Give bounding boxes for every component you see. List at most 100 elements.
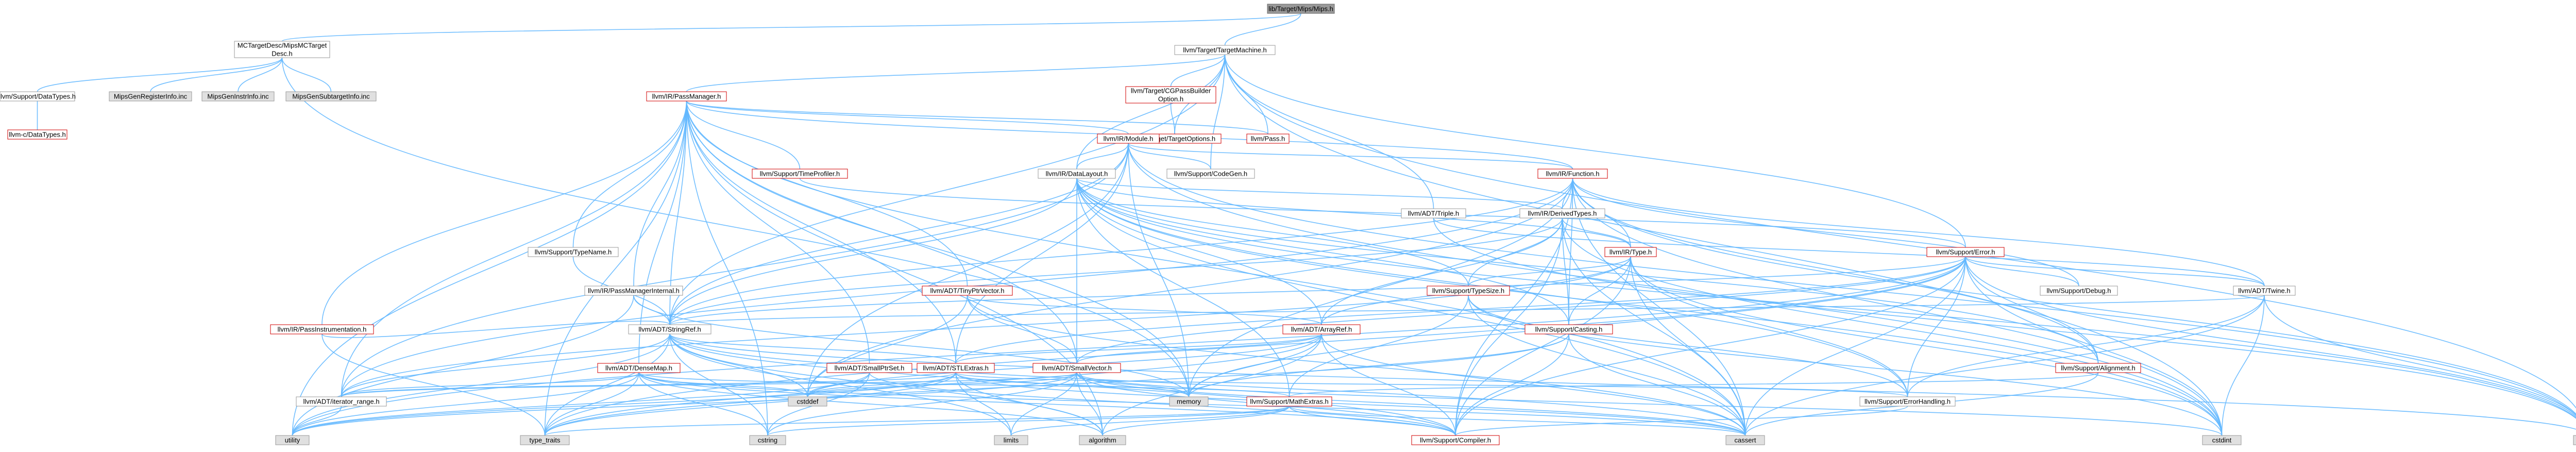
node-matheextras[interactable]: llvm/Support/MathExtras.h <box>1246 396 1332 407</box>
node-utility-label: utility <box>285 436 300 444</box>
node-geninstr[interactable]: MipsGenInstrInfo.inc <box>201 91 275 102</box>
edge-typesize-to-errorhandling <box>1468 295 1908 397</box>
node-targetmachine[interactable]: llvm/Target/TargetMachine.h <box>1174 45 1276 55</box>
edge-stlextras-to-typetraits <box>544 372 956 436</box>
edge-stlextras-to-iteratorrange <box>341 372 956 397</box>
node-stlextras[interactable]: llvm/ADT/STLExtras.h <box>917 363 995 373</box>
edge-targetmachine-to-passmanager <box>686 54 1226 92</box>
edge-moduleh-to-iteratorrange <box>341 143 1129 397</box>
node-cstdint[interactable]: cstdint <box>2202 435 2242 445</box>
edge-stringref-to-typetraits <box>544 333 670 436</box>
node-arrayref[interactable]: llvm/ADT/ArrayRef.h <box>1282 324 1361 334</box>
node-derivedtypes-label: llvm/IR/DerivedTypes.h <box>1528 209 1597 217</box>
edge-irtype-to-typesize <box>1468 256 1631 287</box>
node-cgpassbuilder-label: Option.h <box>1158 95 1183 103</box>
edge-supporterror-to-typetraits <box>544 256 1966 436</box>
node-gensubtarget[interactable]: MipsGenSubtargetInfo.inc <box>285 91 377 102</box>
edge-functionh-to-twine <box>1572 178 2265 287</box>
node-tinyptrvector[interactable]: llvm/ADT/TinyPtrVector.h <box>922 286 1013 296</box>
node-alignment[interactable]: llvm/Support/Alignment.h <box>2055 363 2141 373</box>
edge-targetmachine-to-cgpassbuilder <box>1170 54 1226 87</box>
node-string[interactable]: string <box>2573 435 2576 445</box>
edge-mipsh-to-mctargetdesc <box>281 13 1301 42</box>
node-smallptrset-label: llvm/ADT/SmallPtrSet.h <box>835 364 905 372</box>
edge-twine-to-errorhandling <box>1907 295 2265 397</box>
node-genregister[interactable]: MipsGenRegisterInfo.inc <box>109 91 192 102</box>
node-codegen[interactable]: llvm/Support/CodeGen.h <box>1166 169 1255 179</box>
edge-targetmachine-to-codegen <box>1210 54 1226 170</box>
node-cassert[interactable]: cassert <box>1725 435 1765 445</box>
edge-datalayout-to-derivedtypes <box>1076 178 1563 209</box>
node-supporterror[interactable]: llvm/Support/Error.h <box>1926 247 2005 257</box>
edge-matheextras-to-typetraits <box>544 406 1290 436</box>
node-moduleh[interactable]: llvm/IR/Module.h <box>1097 133 1160 144</box>
node-cstdint-box <box>2202 435 2242 445</box>
node-typename[interactable]: llvm/Support/TypeName.h <box>528 247 619 257</box>
node-pminternal[interactable]: llvm/IR/PassManagerInternal.h <box>584 286 683 296</box>
edge-supporterror-to-stringref <box>669 256 1966 325</box>
node-stringref[interactable]: llvm/ADT/StringRef.h <box>628 324 711 334</box>
edge-layer <box>37 13 2576 436</box>
edge-stlextras-to-memory <box>955 372 1190 397</box>
node-errorhandling[interactable]: llvm/Support/ErrorHandling.h <box>1859 396 1956 407</box>
edge-supporterror-to-cassert <box>1744 256 1966 436</box>
edge-typesize-to-cassert <box>1468 295 1746 436</box>
node-stlextras-label: llvm/ADT/STLExtras.h <box>923 364 989 372</box>
node-typetraits[interactable]: type_traits <box>520 435 570 445</box>
node-cstring[interactable]: cstring <box>749 435 786 445</box>
node-compiler[interactable]: llvm/Support/Compiler.h <box>1411 435 1500 445</box>
node-twine[interactable]: llvm/ADT/Twine.h <box>2233 286 2296 296</box>
edge-stringref-to-cstddef <box>669 333 808 397</box>
node-cstddef[interactable]: cstddef <box>788 396 827 407</box>
node-debugh-box <box>2040 286 2118 296</box>
node-densemap-box <box>597 363 681 373</box>
node-matheextras-box <box>1246 396 1332 407</box>
node-passinstrumentation[interactable]: llvm/IR/PassInstrumentation.h <box>270 324 374 334</box>
node-memory[interactable]: memory <box>1169 396 1209 407</box>
node-passmanager[interactable]: llvm/IR/PassManager.h <box>646 91 727 102</box>
node-densemap[interactable]: llvm/ADT/DenseMap.h <box>597 363 681 373</box>
edge-mctargetdesc-to-genregister <box>150 57 283 92</box>
edge-moduleh-to-cstdint <box>1128 143 2223 436</box>
edge-datalayout-to-arrayref <box>1076 178 1322 325</box>
edge-smallvector-to-algorithm <box>1076 372 1103 436</box>
node-mctargetdesc-box <box>234 41 330 58</box>
node-mipsh[interactable]: lib/Target/Mips/Mips.h <box>1267 4 1335 14</box>
node-typename-label: llvm/Support/TypeName.h <box>535 248 612 256</box>
node-timeprofiler[interactable]: llvm/Support/TimeProfiler.h <box>752 169 848 179</box>
node-algorithm[interactable]: algorithm <box>1079 435 1126 445</box>
node-casting[interactable]: llvm/Support/Casting.h <box>1524 324 1613 334</box>
node-datatypes-label: llvm/Support/DataTypes.h <box>0 92 76 100</box>
node-passh[interactable]: llvm/Pass.h <box>1246 133 1290 144</box>
node-debugh[interactable]: llvm/Support/Debug.h <box>2040 286 2118 296</box>
node-smallptrset[interactable]: llvm/ADT/SmallPtrSet.h <box>826 363 912 373</box>
node-typesize[interactable]: llvm/Support/TypeSize.h <box>1427 286 1510 296</box>
node-iteratorrange[interactable]: llvm/ADT/iterator_range.h <box>296 396 387 407</box>
node-mipsh-box <box>1267 4 1335 14</box>
node-geninstr-label: MipsGenInstrInfo.inc <box>207 92 269 100</box>
node-triple[interactable]: llvm/ADT/Triple.h <box>1401 208 1466 219</box>
node-derivedtypes[interactable]: llvm/IR/DerivedTypes.h <box>1519 208 1605 219</box>
node-datalayout[interactable]: llvm/IR/DataLayout.h <box>1038 169 1116 179</box>
node-limits[interactable]: limits <box>994 435 1028 445</box>
node-irtype[interactable]: llvm/IR/Type.h <box>1604 247 1657 257</box>
node-smallptrset-box <box>826 363 912 373</box>
edge-matheextras-to-algorithm <box>1102 406 1290 436</box>
node-cdatatypes[interactable]: llvm-c/DataTypes.h <box>7 129 67 140</box>
node-utility[interactable]: utility <box>275 435 310 445</box>
node-functionh[interactable]: llvm/IR/Function.h <box>1537 169 1608 179</box>
node-genregister-label: MipsGenRegisterInfo.inc <box>114 92 188 100</box>
node-cgpassbuilder-label: llvm/Target/CGPassBuilder <box>1131 87 1211 94</box>
edge-datalayout-to-alignment <box>1076 178 2099 364</box>
node-smallvector[interactable]: llvm/ADT/SmallVector.h <box>1032 363 1121 373</box>
node-datatypes[interactable]: llvm/Support/DataTypes.h <box>0 91 76 102</box>
node-passh-label: llvm/Pass.h <box>1251 135 1285 142</box>
node-debugh-label: llvm/Support/Debug.h <box>2046 287 2111 294</box>
edge-smallvector-to-limits <box>1010 372 1077 436</box>
edge-datalayout-to-cstdint <box>1076 178 2223 436</box>
node-supporterror-box <box>1926 247 2005 257</box>
edge-functionh-to-debugh <box>1572 178 2079 287</box>
node-mctargetdesc-label: MCTargetDesc/MipsMCTarget <box>238 41 327 49</box>
